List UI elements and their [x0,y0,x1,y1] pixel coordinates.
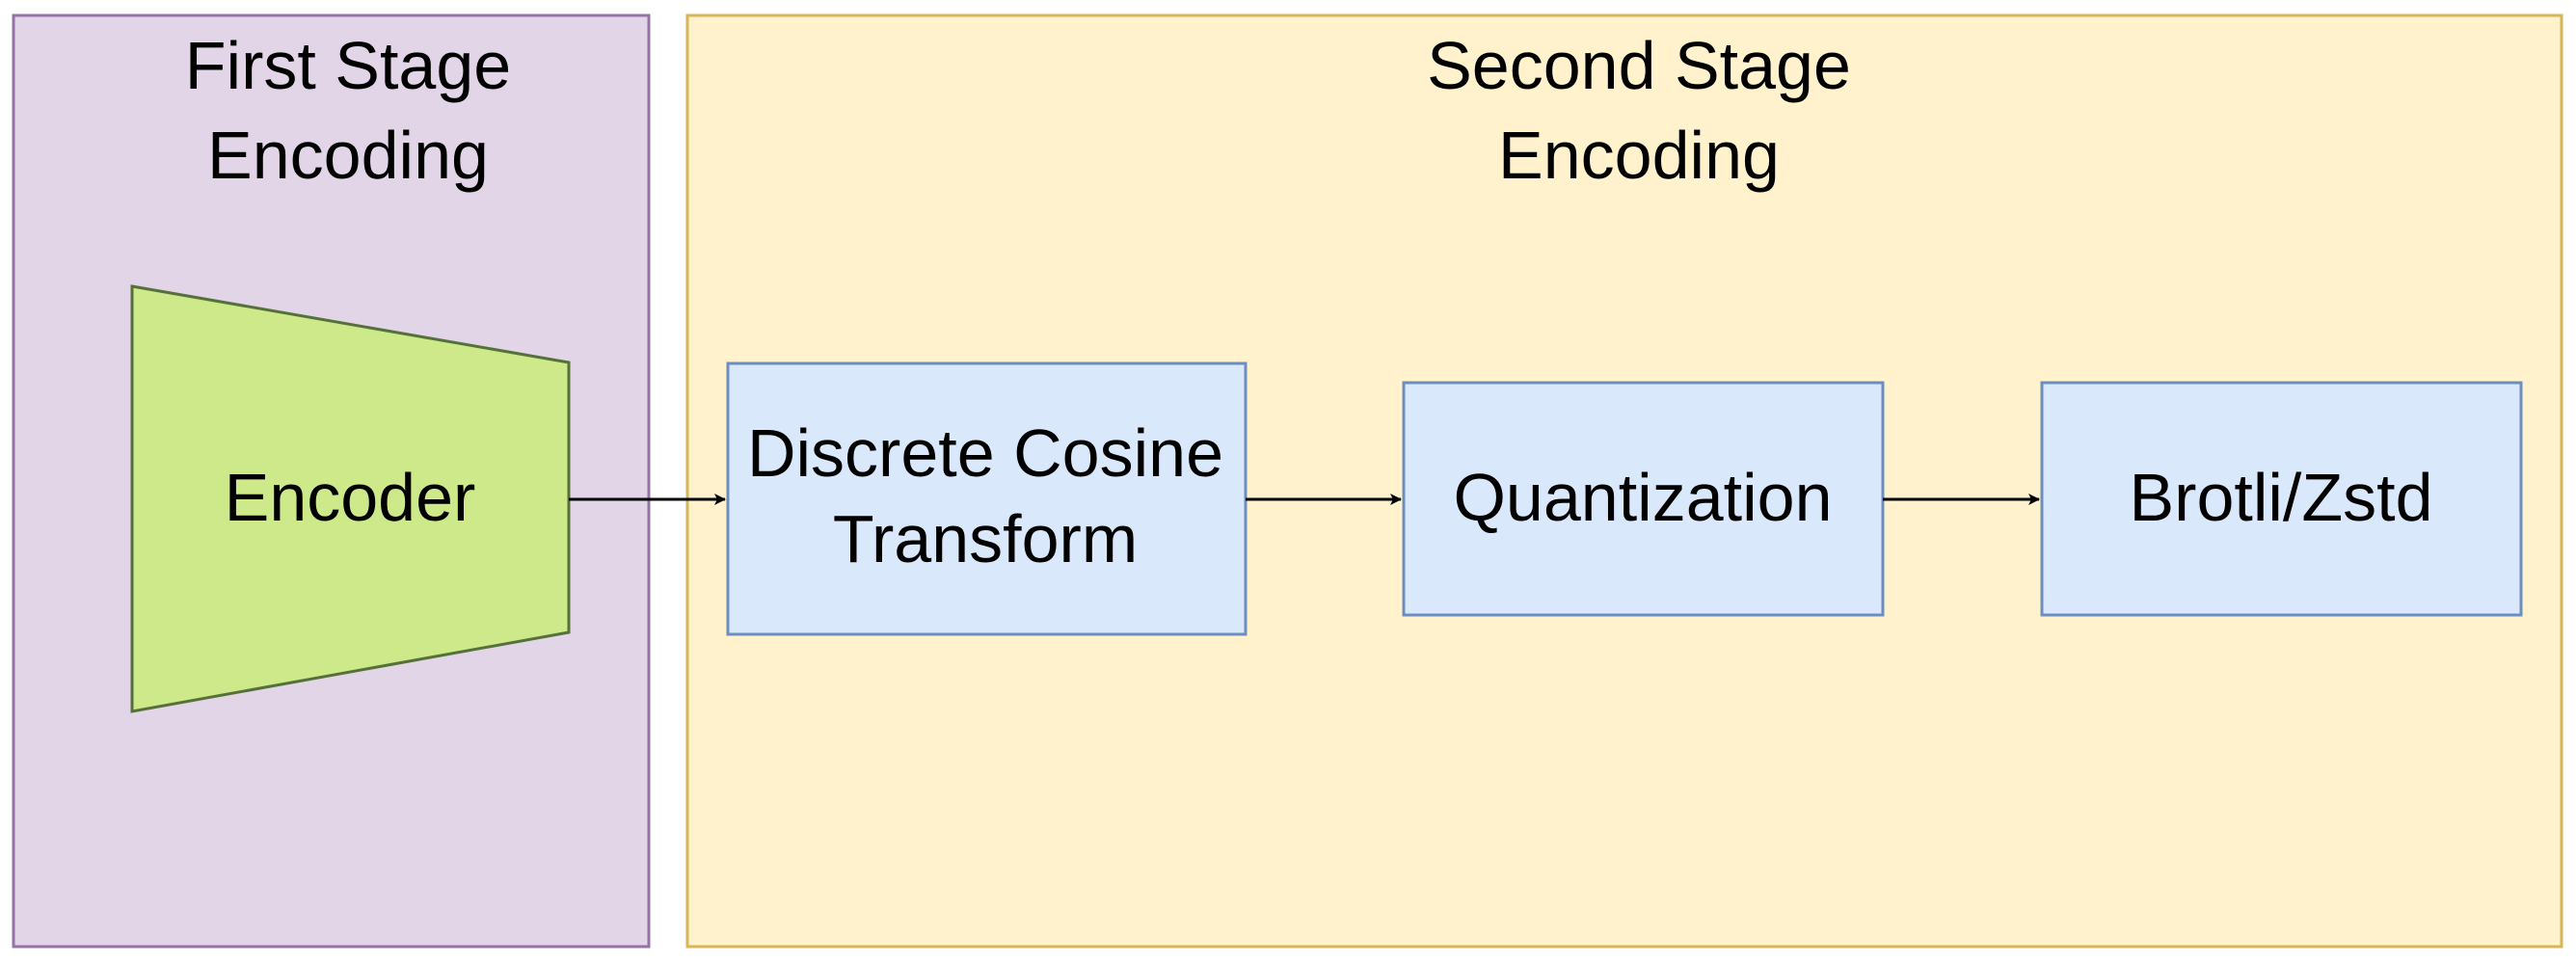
compression-box [2040,381,2523,617]
dct-label-line1: Discrete Cosine [747,415,1223,491]
quantization-label: Quantization [1453,460,1832,535]
quantization-box [1402,381,1885,617]
encoder-node: Encoder [130,284,571,713]
first-stage-title-line2: Encoding [207,118,489,193]
compression-label: Brotli/Zstd [2129,460,2432,535]
dct-label-line2: Transform [833,501,1138,576]
encoder-trapezoid-shape [130,284,571,713]
second-stage-title-line2: Encoding [1498,118,1780,193]
quantization-node: Quantization [1402,381,1885,617]
dct-node: Discrete Cosine Transform [726,361,1248,636]
encoder-label: Encoder [225,460,476,535]
compression-node: Brotli/Zstd [2040,381,2523,617]
first-stage-title-line1: First Stage [185,28,511,103]
dct-box [726,361,1248,636]
second-stage-title-line1: Second Stage [1427,28,1851,103]
